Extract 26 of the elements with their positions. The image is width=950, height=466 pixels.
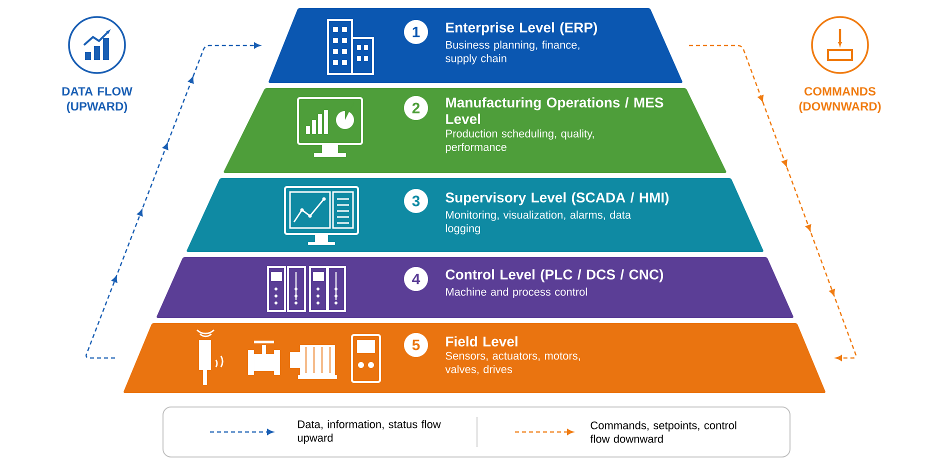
level-title: Control Level (PLC / DCS / CNC) <box>446 269 664 282</box>
level-title: Manufacturing Operations / MES Level <box>446 97 664 124</box>
level-description: Monitoring, visualization, alarms, data logging <box>446 210 632 234</box>
number-badge: 5 <box>404 333 428 357</box>
number-badge: 3 <box>404 189 428 213</box>
level-title: Enterprise Level (ERP) <box>446 22 597 36</box>
number-badge: 4 <box>404 267 428 291</box>
number-badge: 2 <box>404 96 428 120</box>
flow-heading: DATA FLOW (UPWARD) <box>62 87 132 113</box>
level-title: Supervisory Level (SCADA / HMI) <box>446 192 669 206</box>
number-badge: 1 <box>404 20 428 44</box>
level-description: Production scheduling, quality, performance <box>446 129 594 154</box>
level-band <box>268 8 682 83</box>
legend-text: Data, information, status flow upward <box>298 420 441 444</box>
level-band <box>224 88 726 173</box>
level-title: Field Level <box>446 336 518 346</box>
legend-text: Commands, setpoints, control flow downward <box>590 421 736 443</box>
level-band <box>156 257 794 318</box>
flow-heading: COMMANDS (DOWNWARD) <box>799 87 881 113</box>
dashed-arrow <box>689 44 856 361</box>
level-band <box>186 178 764 252</box>
level-band <box>124 323 826 393</box>
level-description: Sensors, actuators, motors, valves, drives <box>445 352 580 374</box>
dashed-arrow <box>86 42 260 359</box>
level-description: Machine and process control <box>446 288 587 298</box>
level-description: Business planning, finance, supply chain <box>446 40 580 64</box>
